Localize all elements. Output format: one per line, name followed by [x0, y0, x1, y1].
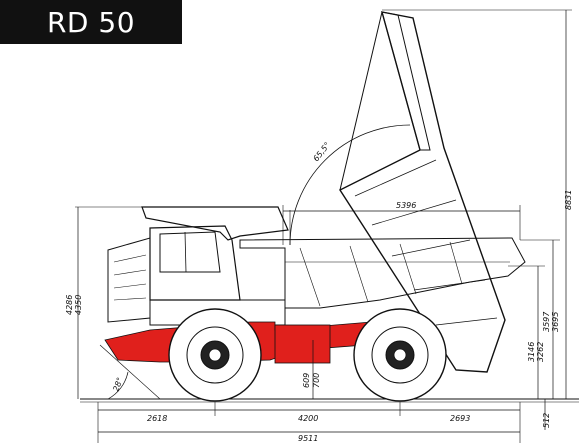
rear-height-label-b: 3695 [551, 312, 560, 332]
model-title: RD 50 [0, 0, 182, 44]
rear-wheel [353, 308, 447, 402]
rear-lower-label-b: 3262 [536, 342, 545, 362]
rear-overhang-label: 2693 [450, 414, 470, 423]
approach-angle-label: 28° [111, 376, 124, 392]
front-wheel [168, 308, 262, 402]
wheelbase-label: 4200 [298, 414, 318, 423]
overall-length-label: 9511 [298, 434, 318, 443]
ground-clearance-label-b: 700 [312, 373, 321, 388]
cab-height-dimension: 4286 4350 [65, 206, 142, 399]
front-overhang-label: 2618 [147, 414, 167, 423]
raised-height-dimension: 8831 [382, 9, 573, 399]
box-length-label: 5396 [396, 201, 416, 210]
raised-dump-body [338, 11, 506, 373]
rear-lower-label-a: 3146 [527, 342, 536, 362]
lowered-dump-body [239, 237, 526, 309]
cab [107, 206, 289, 326]
raised-height-label: 8831 [564, 190, 573, 210]
rear-height-label-a: 3597 [542, 311, 551, 332]
rear-drop-dimension: 512 [542, 399, 551, 430]
ground-clearance-dimension: 609 700 [302, 340, 321, 399]
dump-angle-label: 65,5° [311, 141, 332, 164]
cab-height-label-b: 4350 [74, 295, 83, 315]
ground-clearance-label-a: 609 [302, 373, 311, 388]
rear-drop-label: 512 [542, 413, 551, 428]
cab-height-label-a: 4286 [65, 295, 74, 315]
bottom-dimensions: 2618 4200 2693 9511 [97, 402, 521, 443]
box-length-dimension: 5396 [282, 201, 521, 245]
rear-lower-dimension: 3146 3262 [508, 265, 545, 399]
rear-height-dimension: 3597 3695 [520, 239, 560, 399]
